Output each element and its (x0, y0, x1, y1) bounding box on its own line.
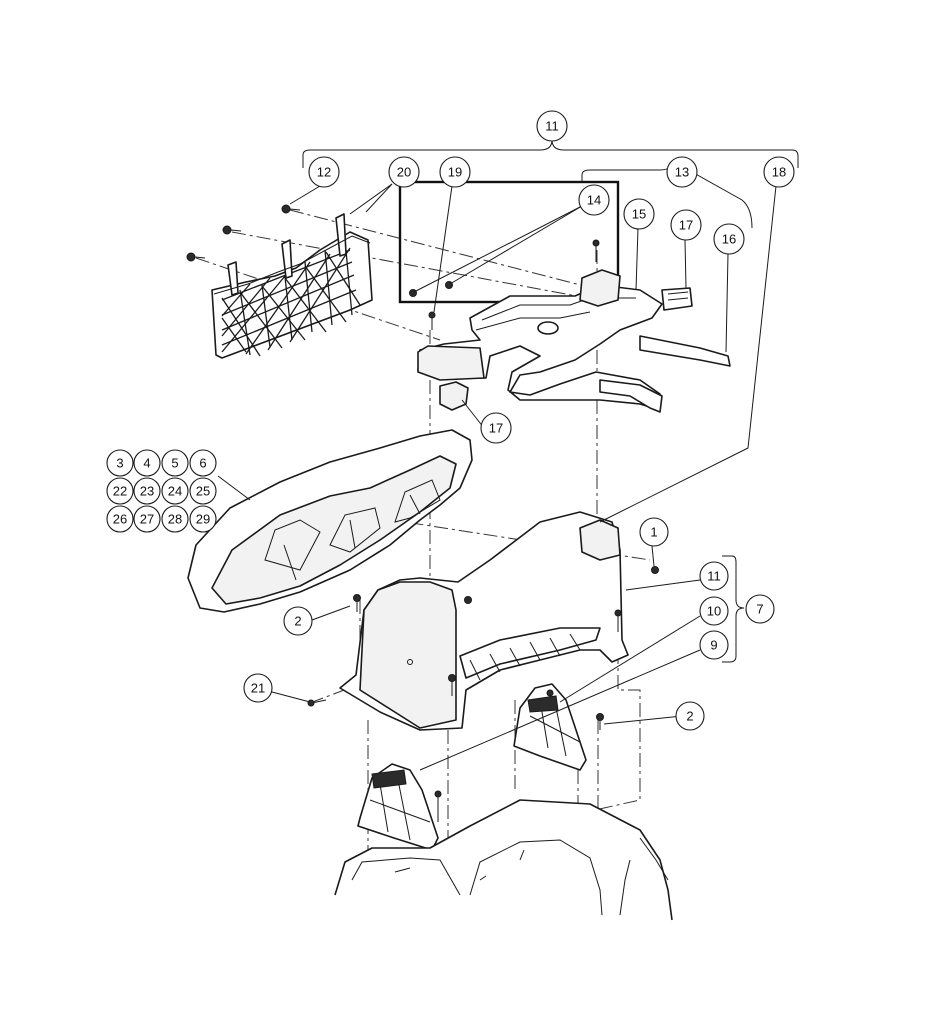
callout-4: 4 (133, 449, 161, 477)
callout-28: 28 (161, 505, 189, 533)
svg-text:19: 19 (448, 165, 462, 180)
svg-text:21: 21 (251, 681, 265, 696)
callout-29: 29 (189, 505, 217, 533)
callout-27: 27 (133, 505, 161, 533)
svg-text:13: 13 (675, 165, 689, 180)
callout-3: 3 (106, 449, 134, 477)
callout-15: 15 (623, 198, 655, 230)
svg-text:6: 6 (199, 456, 206, 471)
svg-text:9: 9 (710, 638, 717, 653)
callout-5: 5 (161, 449, 189, 477)
callout-25: 25 (189, 477, 217, 505)
callout-9: 9 (699, 630, 729, 660)
callout-2-right: 2 (675, 701, 705, 731)
callout-21: 21 (243, 673, 273, 703)
svg-text:28: 28 (168, 512, 182, 527)
svg-text:1: 1 (650, 525, 657, 540)
svg-text:27: 27 (140, 512, 154, 527)
seat-base (307, 511, 659, 731)
svg-text:22: 22 (113, 484, 127, 499)
svg-text:26: 26 (113, 512, 127, 527)
svg-text:10: 10 (707, 604, 721, 619)
svg-text:17: 17 (489, 421, 503, 436)
svg-text:4: 4 (143, 456, 150, 471)
bracket-7 (722, 555, 745, 663)
svg-text:24: 24 (168, 484, 182, 499)
svg-text:16: 16 (722, 232, 736, 247)
callout-2-left: 2 (283, 606, 313, 636)
callout-22: 22 (106, 477, 134, 505)
callout-24: 24 (161, 477, 189, 505)
svg-text:11: 11 (707, 569, 721, 584)
svg-text:7: 7 (756, 602, 763, 617)
callout-26: 26 (106, 505, 134, 533)
svg-text:14: 14 (587, 193, 601, 208)
callout-17-top: 17 (670, 209, 702, 241)
leader-lines (217, 183, 777, 771)
callout-14: 14 (578, 184, 610, 216)
hinge-bracket-front (357, 763, 442, 851)
callout-6: 6 (189, 449, 217, 477)
svg-text:15: 15 (632, 207, 646, 222)
cup-holder-tray-assembly (409, 239, 731, 413)
callout-19: 19 (439, 156, 471, 188)
svg-text:12: 12 (317, 165, 331, 180)
svg-text:5: 5 (171, 456, 178, 471)
callout-11-top: 11 (536, 110, 568, 142)
storage-net-assembly (186, 204, 373, 359)
svg-text:18: 18 (772, 165, 786, 180)
hinge-bracket-rear (513, 683, 587, 771)
svg-text:11: 11 (545, 119, 559, 134)
svg-text:20: 20 (397, 165, 411, 180)
svg-text:25: 25 (196, 484, 210, 499)
callout-13: 13 (666, 156, 698, 188)
callout-18: 18 (763, 156, 795, 188)
callout-12: 12 (308, 156, 340, 188)
callout-16: 16 (713, 223, 745, 255)
svg-text:29: 29 (196, 512, 210, 527)
svg-text:23: 23 (140, 484, 154, 499)
seat-cushion (187, 429, 473, 613)
callout-17-bottom: 17 (480, 412, 512, 444)
callout-23: 23 (133, 477, 161, 505)
cart-body-frame (334, 799, 673, 921)
svg-text:2: 2 (686, 709, 693, 724)
callout-11-mid: 11 (699, 561, 729, 591)
callout-10: 10 (699, 596, 729, 626)
svg-text:3: 3 (116, 456, 123, 471)
callout-20: 20 (388, 156, 420, 188)
callout-1: 1 (639, 517, 669, 547)
svg-text:17: 17 (679, 218, 693, 233)
svg-text:2: 2 (294, 614, 301, 629)
callout-7: 7 (745, 594, 775, 624)
bracket-11-top (302, 139, 799, 168)
